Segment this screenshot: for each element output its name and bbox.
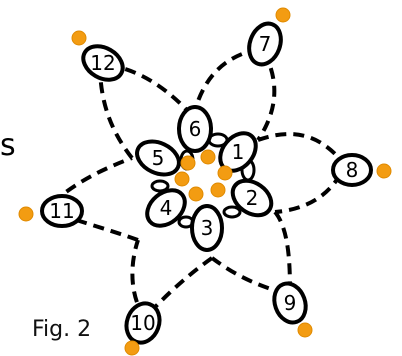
center-dots — [174, 149, 233, 202]
center-dot — [180, 155, 196, 171]
bead-9-label: 9 — [284, 291, 297, 315]
stray-text-fragment: s — [0, 128, 16, 163]
outer-dots — [18, 7, 392, 356]
bead-9: 9 — [272, 281, 308, 325]
bead-1: 1 — [218, 131, 258, 173]
dot-bead-8 — [376, 163, 392, 179]
bead-10-label: 10 — [130, 311, 155, 335]
bead-5: 5 — [135, 139, 181, 177]
center-dot — [200, 149, 216, 165]
dot-bead-9 — [297, 322, 313, 338]
inner-ring-2 — [222, 205, 242, 219]
dot-bead-11 — [18, 206, 34, 222]
center-dot — [210, 182, 226, 198]
thread-loop-9 — [210, 210, 293, 298]
bead-8: 8 — [331, 153, 373, 187]
thread-loops — [41, 45, 348, 322]
bead-11-label: 11 — [49, 199, 74, 223]
bead-1-label: 1 — [232, 140, 245, 164]
bead-11: 11 — [40, 194, 84, 228]
bead-8-label: 8 — [346, 158, 359, 182]
bead-6: 6 — [177, 105, 213, 153]
bead-4: 4 — [145, 188, 187, 228]
bead-7: 7 — [247, 21, 283, 67]
bead-3-label: 3 — [201, 216, 214, 240]
bead-10: 10 — [124, 301, 162, 345]
bead-3: 3 — [190, 204, 224, 252]
center-dot — [217, 165, 233, 181]
dot-bead-7 — [275, 7, 291, 23]
bead-6-label: 6 — [189, 117, 202, 141]
bead-2: 2 — [230, 178, 274, 218]
bead-12: 12 — [81, 44, 125, 82]
center-dot — [174, 171, 190, 187]
inner-ring-4 — [150, 179, 170, 193]
bead-5-label: 5 — [152, 146, 165, 170]
bead-4-label: 4 — [160, 196, 173, 220]
bead-2-label: 2 — [246, 186, 259, 210]
figure-caption: Fig. 2 — [32, 317, 92, 342]
bead-12-label: 12 — [90, 51, 115, 75]
thread-loop-7 — [191, 45, 277, 142]
center-dot — [188, 186, 204, 202]
bead-7-label: 7 — [259, 32, 272, 56]
dot-bead-12 — [71, 30, 87, 46]
dot-bead-10 — [124, 340, 140, 356]
